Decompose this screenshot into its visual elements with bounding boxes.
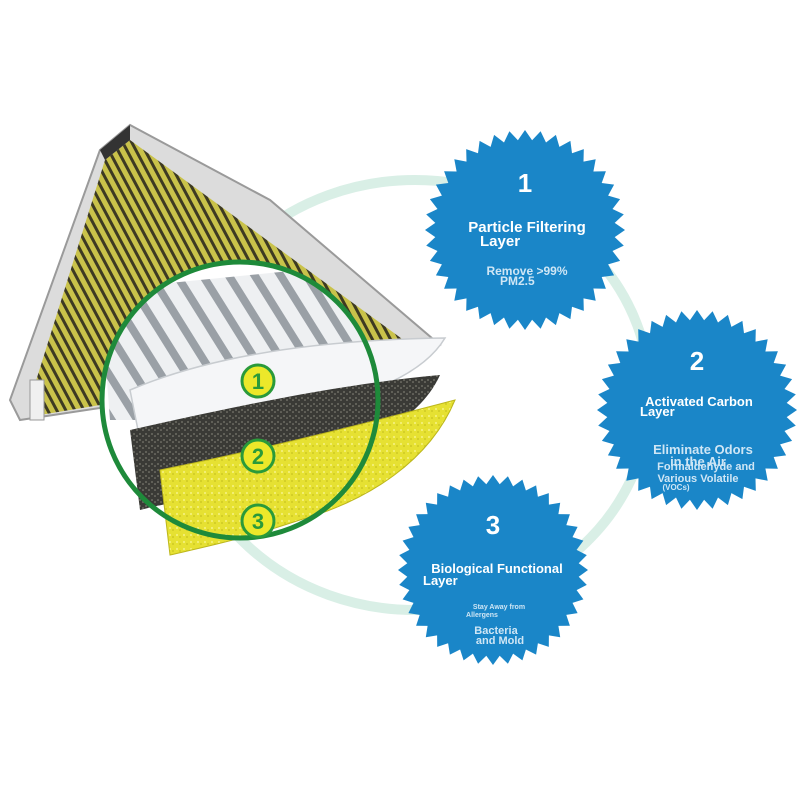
- badge-1-title-2: Layer: [480, 233, 520, 250]
- starburst-badge-shape: [425, 130, 625, 330]
- starburst-badge-shape: [597, 310, 797, 510]
- layer-badge-3: 3 Biological Functional Layer Stay Away …: [398, 475, 588, 665]
- badge-1-detail: Remove >99%: [486, 264, 567, 278]
- marker-2: 2: [240, 438, 276, 474]
- badge-1-title: Particle Filtering: [468, 219, 586, 236]
- marker-1: 1: [240, 363, 276, 399]
- badge-1-detail-2: PM2.5: [500, 274, 535, 288]
- badge-3-title-2: Layer: [423, 573, 458, 588]
- badge-3-number: 3: [486, 510, 500, 540]
- badge-3-title: Biological Functional: [431, 561, 562, 576]
- badge-3-detail: Bacteria: [474, 625, 518, 637]
- starburst-badge-shape: [398, 475, 588, 665]
- badge-2-title-2: Layer: [640, 404, 675, 419]
- layer-badge-2: 2 Activated Carbon Layer Eliminate Odors…: [597, 310, 797, 510]
- marker-1-label: 1: [252, 369, 264, 394]
- badge-2-number: 2: [690, 346, 704, 376]
- layer-badge-1: 1 Particle Filtering Layer Remove >99% P…: [425, 130, 625, 330]
- marker-3: 3: [240, 503, 276, 539]
- magnifier-ring: [99, 259, 381, 541]
- magnified-layers: 1 2 3: [99, 259, 456, 556]
- badge-2-title: Activated Carbon: [645, 394, 753, 409]
- badge-3-note-2: Allergens: [466, 612, 498, 619]
- foam-layer: [159, 399, 456, 556]
- badge-2-detail: Eliminate Odors: [653, 442, 753, 457]
- badge-2-detail-5: (VOCs): [662, 483, 689, 492]
- badge-2-detail-3: Formaldehyde and: [657, 461, 755, 473]
- badge-3-detail-2: and Mold: [476, 635, 524, 647]
- badge-3-note: Stay Away from: [473, 604, 525, 611]
- marker-3-label: 3: [252, 509, 264, 534]
- marker-2-label: 2: [252, 444, 264, 469]
- badge-1-number: 1: [518, 168, 532, 198]
- badge-2-detail-4: Various Volatile: [657, 473, 738, 485]
- badge-2-detail-2: in the Air: [670, 454, 726, 469]
